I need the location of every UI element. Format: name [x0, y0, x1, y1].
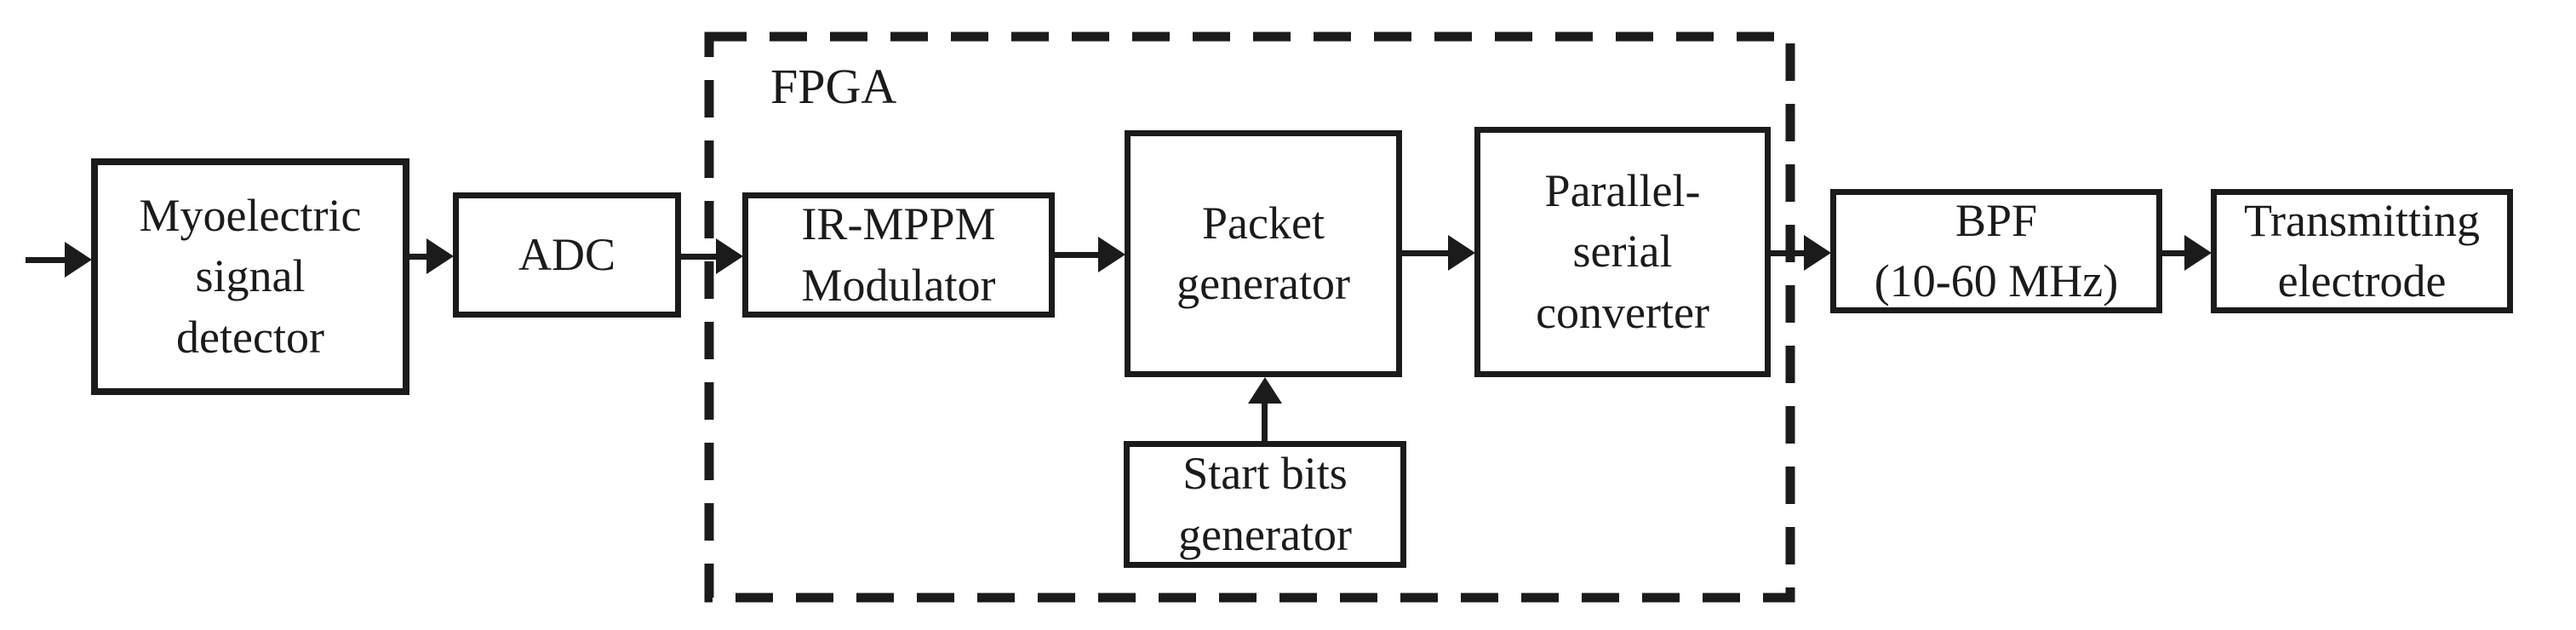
block-transmitting-electrode-label: Transmitting electrode: [2243, 194, 2481, 306]
block-start-bits-generator: Start bits generator: [1124, 441, 1406, 568]
block-adc-label: ADC: [518, 228, 615, 280]
block-bpf-label: BPF (10-60 MHz): [1874, 194, 2119, 306]
block-adc: ADC: [453, 192, 681, 318]
block-packet-generator: Packet generator: [1125, 130, 1402, 377]
block-transmitting-electrode: Transmitting electrode: [2211, 189, 2513, 313]
block-bpf: BPF (10-60 MHz): [1830, 189, 2162, 313]
block-ir-mppm-modulator-label: IR-MPPM Modulator: [801, 198, 996, 311]
block-parallel-serial-converter-label: Parallel- serial converter: [1536, 165, 1709, 338]
block-parallel-serial-converter: Parallel- serial converter: [1474, 127, 1771, 377]
fpga-label: FPGA: [770, 59, 897, 114]
block-packet-generator-label: Packet generator: [1176, 197, 1350, 309]
block-myoelectric-signal-detector: Myoelectric signal detector: [91, 158, 409, 395]
block-start-bits-generator-label: Start bits generator: [1178, 448, 1352, 560]
block-ir-mppm-modulator: IR-MPPM Modulator: [742, 192, 1055, 318]
block-myoelectric-signal-detector-label: Myoelectric signal detector: [139, 190, 362, 363]
